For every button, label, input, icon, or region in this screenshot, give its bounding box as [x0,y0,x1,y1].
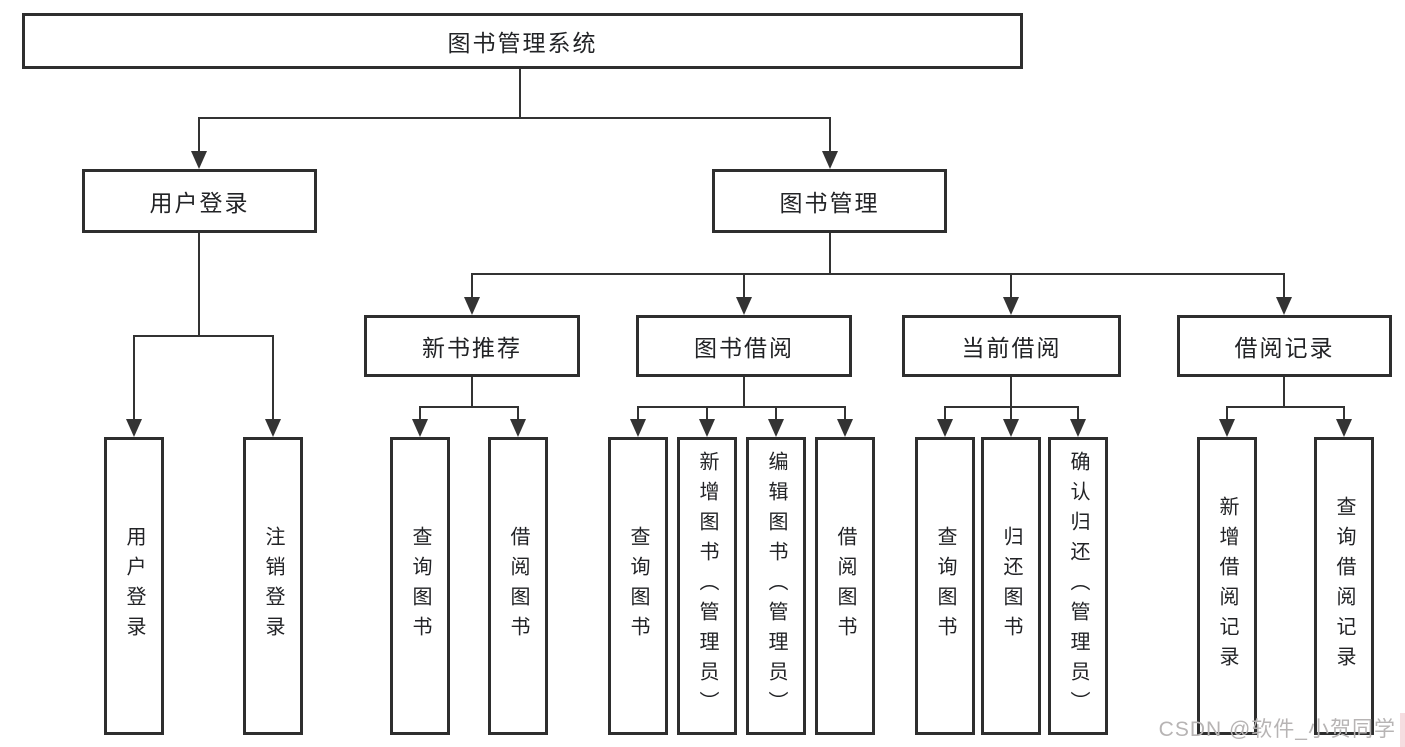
leaf-add-borrow-record: 新增借阅记录 [1197,437,1257,735]
node-label: 新书推荐 [422,335,522,361]
leaf-label: 查询图书 [627,526,649,646]
node-borrowing-records: 借阅记录 [1177,315,1392,377]
connector-section-stem [471,377,473,408]
node-label: 用户登录 [149,190,250,216]
connector-drop-book-management [829,117,831,153]
arrow-down-icon [1070,419,1086,437]
leaf-borrow-books: 借阅图书 [488,437,548,735]
leaf-query-borrow-record: 查询借阅记录 [1314,437,1374,735]
leaf-user-login: 用户登录 [104,437,164,735]
node-user-login: 用户登录 [82,169,317,233]
arrow-down-icon [699,419,715,437]
leaf-label: 确认归还（管理员） [1067,451,1089,721]
node-label: 图书管理 [779,190,880,216]
arrow-down-icon [126,419,142,437]
arrow-down-icon [265,419,281,437]
node-label: 借阅记录 [1234,335,1335,361]
arrow-down-icon [1003,419,1019,437]
leaf-query-books: 查询图书 [390,437,450,735]
connector-drop-leaf [706,406,708,421]
arrow-down-icon [1336,419,1352,437]
connector-drop-leaf [1343,406,1345,421]
leaf-return-books: 归还图书 [981,437,1041,735]
leaf-label: 用户登录 [123,526,145,646]
node-label: 图书借阅 [694,335,794,361]
node-book-management: 图书管理 [712,169,947,233]
leaf-add-books-admin: 新增图书（管理员） [677,437,737,735]
connector-drop-logout-leaf [272,335,274,423]
connector-drop-login-leaf [133,335,135,423]
connector-section-stem [743,377,745,408]
connector-drop-current-borrow [1010,273,1012,299]
connector-book-mgmt-stem [829,233,831,275]
connector-drop-user-login [198,117,200,153]
leaf-label: 查询图书 [409,526,431,646]
node-book-borrowing: 图书借阅 [636,315,852,377]
leaf-label: 查询图书 [934,526,956,646]
connector-drop-new-book [471,273,473,299]
leaf-borrow-books: 借阅图书 [815,437,875,735]
connector-drop-leaf [637,406,639,421]
node-new-book-recommendation: 新书推荐 [364,315,580,377]
connector-drop-leaf [944,406,946,421]
arrow-down-icon [1219,419,1235,437]
node-label: 图书管理系统 [447,30,598,56]
connector-drop-book-borrow [743,273,745,299]
connector-drop-leaf [844,406,846,421]
arrow-down-icon [630,419,646,437]
connector-section-crossbar [419,406,519,408]
connector-drop-leaf [1010,406,1012,421]
arrow-down-icon [1276,297,1292,315]
connector-user-login-crossbar [133,335,274,337]
node-library-management-system: 图书管理系统 [22,13,1023,69]
connector-drop-leaf [1077,406,1079,421]
leaf-confirm-return-admin: 确认归还（管理员） [1048,437,1108,735]
leaf-label: 归还图书 [1000,526,1022,646]
leaf-edit-books-admin: 编辑图书（管理员） [746,437,806,735]
leaf-label: 新增图书（管理员） [696,451,718,721]
connector-user-login-stem [198,233,200,337]
page-edge-tint [1400,713,1405,747]
leaf-query-books: 查询图书 [915,437,975,735]
arrow-down-icon [937,419,953,437]
connector-section-crossbar [1226,406,1345,408]
connector-book-mgmt-crossbar [471,273,1285,275]
arrow-down-icon [1003,297,1019,315]
connector-drop-leaf [775,406,777,421]
arrow-down-icon [736,297,752,315]
leaf-logout: 注销登录 [243,437,303,735]
leaf-query-books: 查询图书 [608,437,668,735]
arrow-down-icon [412,419,428,437]
connector-root-stem [519,69,521,117]
connector-section-stem [1283,377,1285,408]
connector-drop-borrow-records [1283,273,1285,299]
leaf-label: 查询借阅记录 [1333,496,1355,676]
leaf-label: 编辑图书（管理员） [765,451,787,721]
connector-section-stem [1010,377,1012,408]
node-current-borrowing: 当前借阅 [902,315,1121,377]
arrow-down-icon [837,419,853,437]
connector-drop-leaf [419,406,421,421]
leaf-label: 借阅图书 [507,526,529,646]
arrow-down-icon [768,419,784,437]
arrow-down-icon [191,151,207,169]
connector-section-crossbar [637,406,846,408]
leaf-label: 注销登录 [262,526,284,646]
csdn-watermark: CSDN @软件_小贺同学 [1158,718,1396,741]
connector-root-crossbar [198,117,831,119]
arrow-down-icon [822,151,838,169]
leaf-label: 新增借阅记录 [1216,496,1238,676]
leaf-label: 借阅图书 [834,526,856,646]
connector-drop-leaf [1226,406,1228,421]
node-label: 当前借阅 [961,335,1062,361]
arrow-down-icon [464,297,480,315]
connector-drop-leaf [517,406,519,421]
arrow-down-icon [510,419,526,437]
